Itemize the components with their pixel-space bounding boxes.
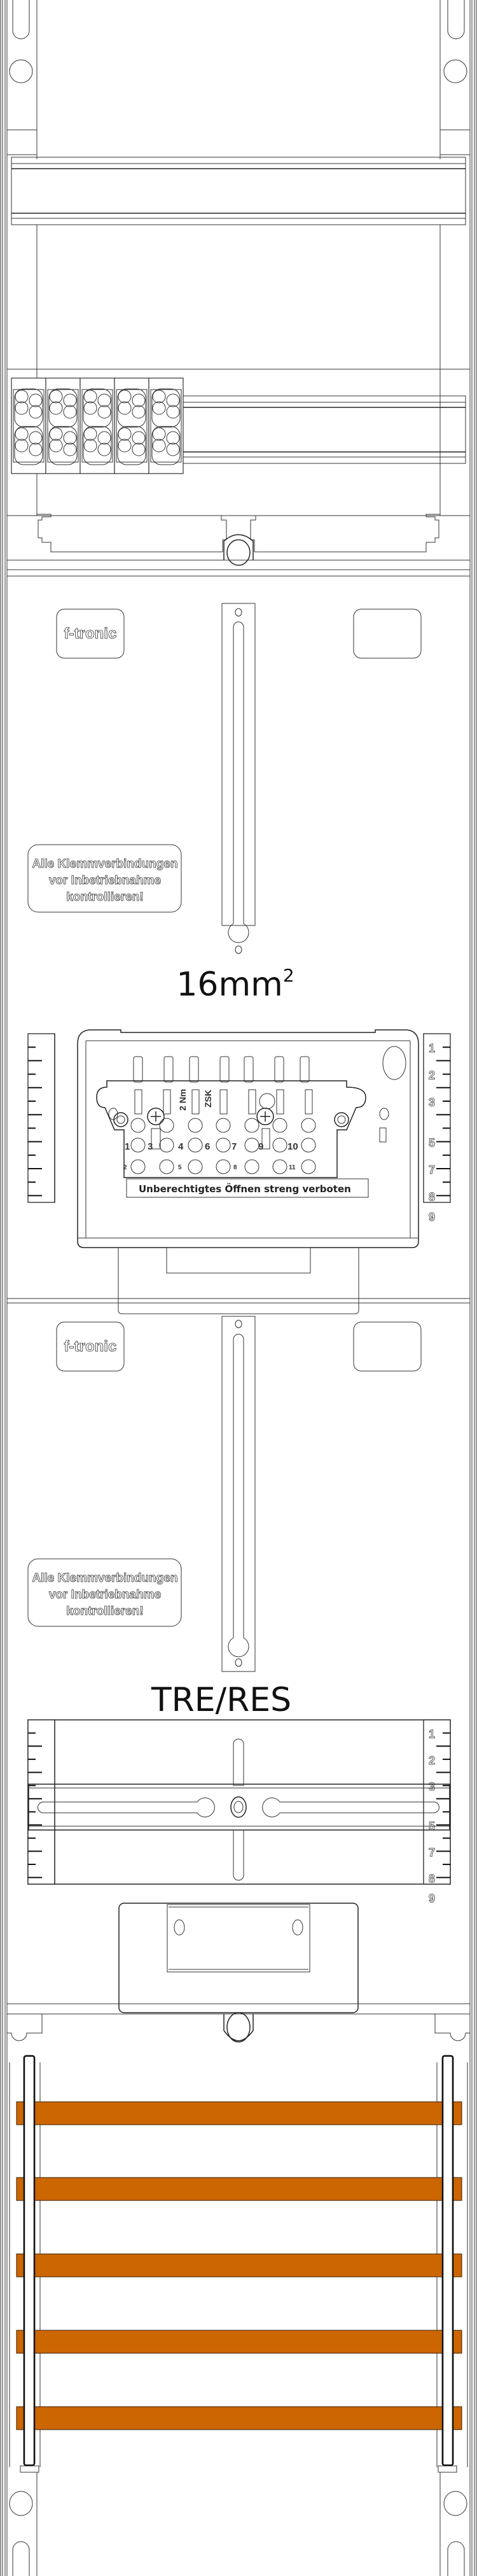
top-section-bottom-bracket xyxy=(37,514,440,566)
terminal-number: 9 xyxy=(258,1141,263,1152)
terminal-block xyxy=(11,377,46,474)
warning-line-2: vor Inbetriebnahme xyxy=(49,874,161,887)
terminal-number: 10 xyxy=(287,1141,298,1152)
copper-busbars xyxy=(16,2055,462,2467)
ruler-number: 9 xyxy=(429,1892,435,1905)
ruler-left xyxy=(27,1033,55,1203)
busbar-support-strip xyxy=(23,2055,36,2467)
ruler-number: 2 xyxy=(429,1754,435,1767)
terminal-strip xyxy=(11,377,184,474)
terminal-number: 4 xyxy=(178,1141,184,1152)
ruler-number: 7 xyxy=(429,1164,435,1176)
din-rail-top xyxy=(11,157,466,225)
logo-badge xyxy=(56,609,125,659)
ruler-number: 1 xyxy=(429,1728,435,1741)
module-tre-res: f-tronic Alle Klemmverbindungen vor Inbe… xyxy=(7,1302,470,2013)
warning-label xyxy=(27,844,182,913)
seal-warning-text: Unberechtigtes Öffnen streng verboten xyxy=(139,1183,351,1195)
logo-badge xyxy=(56,1321,125,1372)
ruler-number: 8 xyxy=(429,1873,435,1885)
bottom-busbar-section xyxy=(7,2012,470,2576)
busbar xyxy=(16,2330,462,2354)
screw-right xyxy=(256,1093,275,1150)
f-tronic-logo: f-tronic xyxy=(64,1338,117,1355)
blank-label-plate xyxy=(353,609,422,659)
warning-line-1: Alle Klemmverbindungen xyxy=(32,1572,177,1585)
busbar xyxy=(16,2101,462,2125)
ruler-number: 1 xyxy=(429,1042,435,1055)
busbar xyxy=(16,2406,462,2430)
terminal-number: 5 xyxy=(178,1164,182,1171)
warning-line-2: vor Inbetriebnahme xyxy=(49,1588,161,1601)
meter-socket-plate xyxy=(118,1903,359,2013)
terminal-number: 11 xyxy=(289,1164,296,1171)
mounting-slot-bar xyxy=(221,603,256,954)
zsk-terminal-block: 2 Nm ZSK 1 3 4 6 7 9 10 2 5 8 11 Unberechtigtes Öf… xyxy=(96,1080,369,1198)
terminal-block xyxy=(45,377,81,474)
ruler-right: 1 2 3 5 7 8 9 xyxy=(423,1033,451,1224)
module-16mm: f-tronic Alle Klemmverbindungen vor Inbe… xyxy=(7,575,470,1314)
terminal-block xyxy=(80,377,115,474)
terminal-screw-holes xyxy=(130,1089,316,1174)
terminal-number: 2 xyxy=(123,1164,127,1171)
type-label: ZSK xyxy=(203,1090,213,1108)
busbar xyxy=(16,2177,462,2201)
blank-label-plate xyxy=(353,1321,422,1372)
ruler-number: 9 xyxy=(429,1211,435,1223)
warning-line-1: Alle Klemmverbindungen xyxy=(32,857,177,871)
left-side-rail xyxy=(0,0,8,2576)
ruler-number: 5 xyxy=(429,1137,435,1150)
horizontal-din-rail xyxy=(28,1784,450,1831)
f-tronic-logo: f-tronic xyxy=(64,625,117,642)
terminal-block xyxy=(148,377,184,474)
ruler-number: 8 xyxy=(429,1190,435,1203)
busbar-support-strip xyxy=(441,2055,454,2467)
ruler-number: 3 xyxy=(429,1780,435,1793)
warning-line-3: kontrollieren! xyxy=(66,1605,143,1618)
cross-section-heading: 16mm2 xyxy=(176,965,294,1004)
warning-line-3: kontrollieren! xyxy=(66,890,143,904)
cooling-fins xyxy=(133,1056,310,1083)
busbar xyxy=(16,2253,462,2277)
terminal-block xyxy=(114,377,149,474)
torque-label: 2 Nm xyxy=(177,1089,188,1111)
top-mounting-bracket-left xyxy=(6,0,38,223)
center-slot-vertical xyxy=(233,1738,244,1881)
ruler-number: 3 xyxy=(429,1096,435,1109)
ruler-number: 7 xyxy=(429,1846,435,1859)
terminal-numbers: 1 3 4 6 7 9 10 2 5 8 11 xyxy=(123,1141,298,1171)
terminal-number: 1 xyxy=(125,1141,130,1152)
screw-left xyxy=(147,1108,165,1150)
mounting-slot-bar xyxy=(221,1316,256,1672)
seal-label-plate xyxy=(126,1178,369,1198)
terminal-number: 8 xyxy=(233,1164,237,1171)
right-side-rail xyxy=(469,0,477,2576)
ruler-number: 2 xyxy=(429,1069,435,1082)
meter-terminal-housing xyxy=(77,1029,419,1314)
terminal-number: 6 xyxy=(205,1141,210,1152)
top-mounting-bracket-right xyxy=(439,0,471,223)
warning-label xyxy=(27,1558,182,1627)
terminal-number: 3 xyxy=(148,1141,153,1152)
terminal-number: 7 xyxy=(232,1141,237,1152)
module-heading: TRE/RES xyxy=(151,1681,291,1719)
